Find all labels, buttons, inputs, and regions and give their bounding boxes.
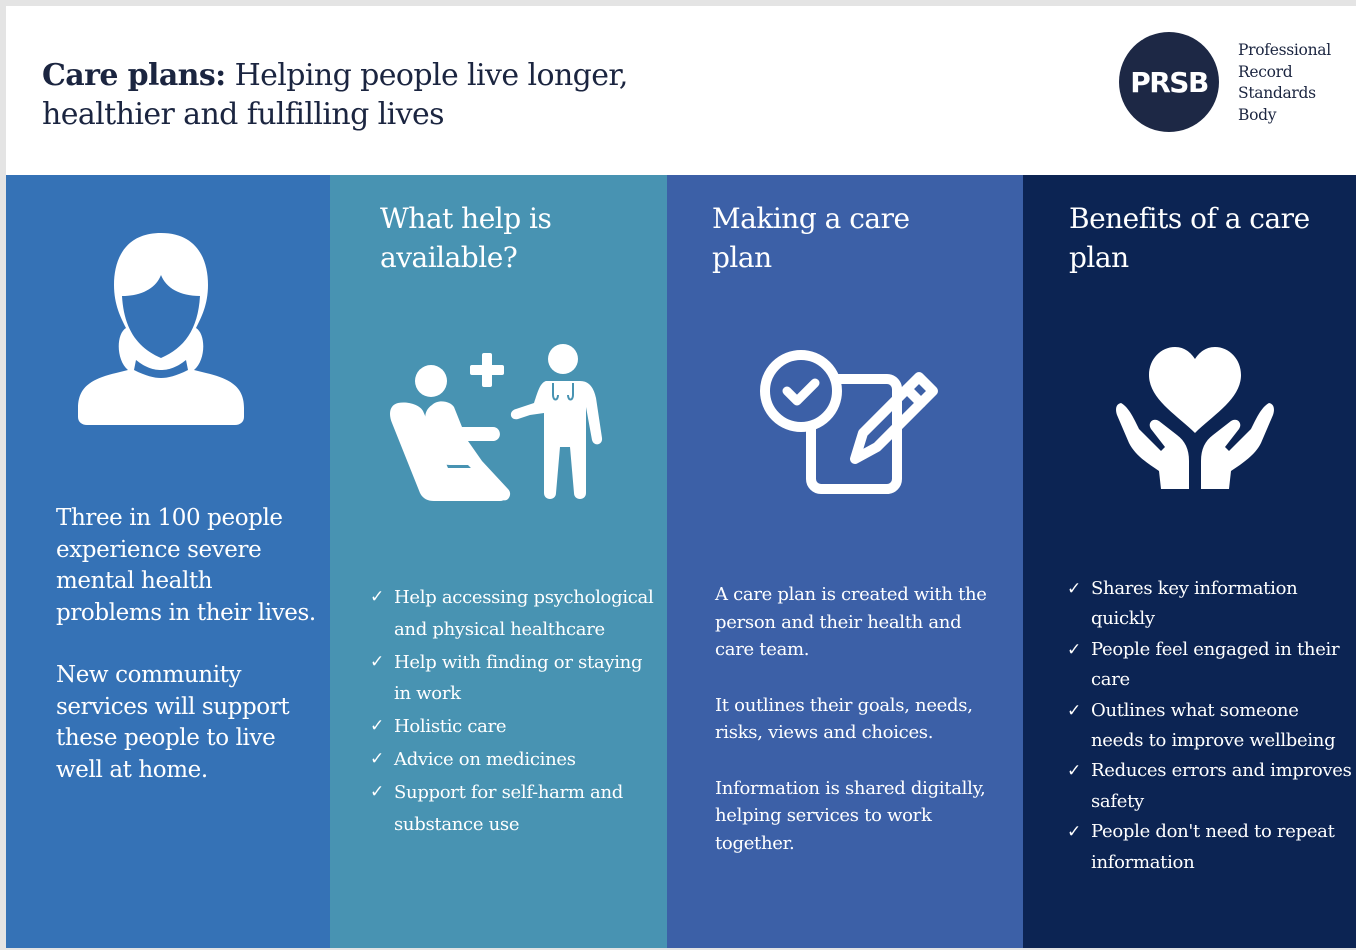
org-name: Professional Record Standards Body [1238,40,1356,126]
list-item: ✓ Holistic care [370,711,660,743]
columns: Three in 100 people experience severe me… [6,175,1356,948]
org-name-line: Professional [1238,41,1331,59]
check-icon: ✓ [370,587,384,607]
hands-holding-heart-icon [1116,347,1274,489]
item-text: Support for self-harm and substance use [394,782,624,835]
list-item: ✓ Shares key information quickly [1067,574,1352,635]
item-text: People don't need to repeat information [1091,821,1335,873]
check-icon: ✓ [1067,761,1081,782]
list-item: ✓ People don't need to repeat information [1067,817,1352,878]
list-item: ✓ Help accessing psychological and physic… [370,582,660,645]
paragraph: Information is shared digitally, helping… [715,777,986,854]
list-item: ✓ Help with finding or staying in work [370,647,660,710]
statistics-text: Three in 100 people experience severe me… [56,503,316,817]
check-icon: ✓ [1067,639,1081,660]
paragraph: Three in 100 people experience severe me… [56,505,316,626]
logo-text: PRSB [1130,65,1209,99]
org-name-line: Body [1238,105,1277,124]
woman-person-icon [78,233,244,425]
column-statistics: Three in 100 people experience severe me… [6,175,330,948]
paragraph: New community services will support thes… [56,662,290,783]
column-help-available: What help is available? ✓Help access [330,175,667,948]
title-rest: Helping people live longer, healthier an… [42,58,628,132]
check-icon: ✓ [1067,822,1081,843]
item-text: Advice on medicines [394,749,576,770]
header: Care plans: Helping people live longer, … [6,6,1356,175]
org-name-line: Standards [1238,84,1316,102]
item-text: Reduces errors and improves safety [1091,760,1352,812]
check-icon: ✓ [370,782,384,802]
item-text: Help with finding or staying in work [394,651,643,705]
check-icon: ✓ [1067,579,1081,599]
page-title: Care plans: Helping people live longer, … [42,56,762,134]
paragraph: It outlines their goals, needs, risks, v… [715,694,973,744]
column-title: Making a care plan [712,202,910,274]
column-making-care-plan: Making a care plan A care plan is create… [667,175,1023,948]
benefits-list: ✓ Shares key information quickly ✓ People … [1067,574,1352,878]
infographic-page: Care plans: Helping people live longer, … [6,6,1356,948]
paragraph: A care plan is created with the person a… [715,584,987,660]
patient-and-doctor-icon [390,344,603,501]
checked-form-pencil-icon [760,350,938,494]
list-item: ✓ Advice on medicines [370,744,660,776]
item-text: Help accessing psychological and physica… [394,587,654,640]
item-text: Outlines what someone needs to improve w… [1091,699,1336,752]
care-plan-text: A care plan is created with the person a… [715,581,1005,885]
check-icon: ✓ [370,716,384,736]
check-icon: ✓ [370,749,384,769]
prsb-logo: PRSB [1119,32,1219,132]
check-icon: ✓ [370,651,384,672]
check-icon: ✓ [1067,700,1081,721]
org-name-line: Record [1238,62,1293,81]
list-item: ✓ Outlines what someone needs to improve … [1067,696,1352,757]
title-bold: Care plans: [42,58,226,93]
item-text: Shares key information quickly [1091,578,1298,630]
column-title: Benefits of a care plan [1069,202,1310,274]
list-item: ✓ People feel engaged in their care [1067,635,1352,696]
list-item: ✓ Reduces errors and improves safety [1067,756,1352,817]
help-list: ✓ Help accessing psychological and physic… [370,582,660,842]
item-text: Holistic care [394,716,507,737]
column-title: What help is available? [380,202,552,274]
item-text: People feel engaged in their care [1091,638,1340,691]
list-item: ✓ Support for self-harm and substance use [370,777,660,840]
column-benefits: Benefits of a care plan ✓ Shares key info… [1023,175,1356,948]
